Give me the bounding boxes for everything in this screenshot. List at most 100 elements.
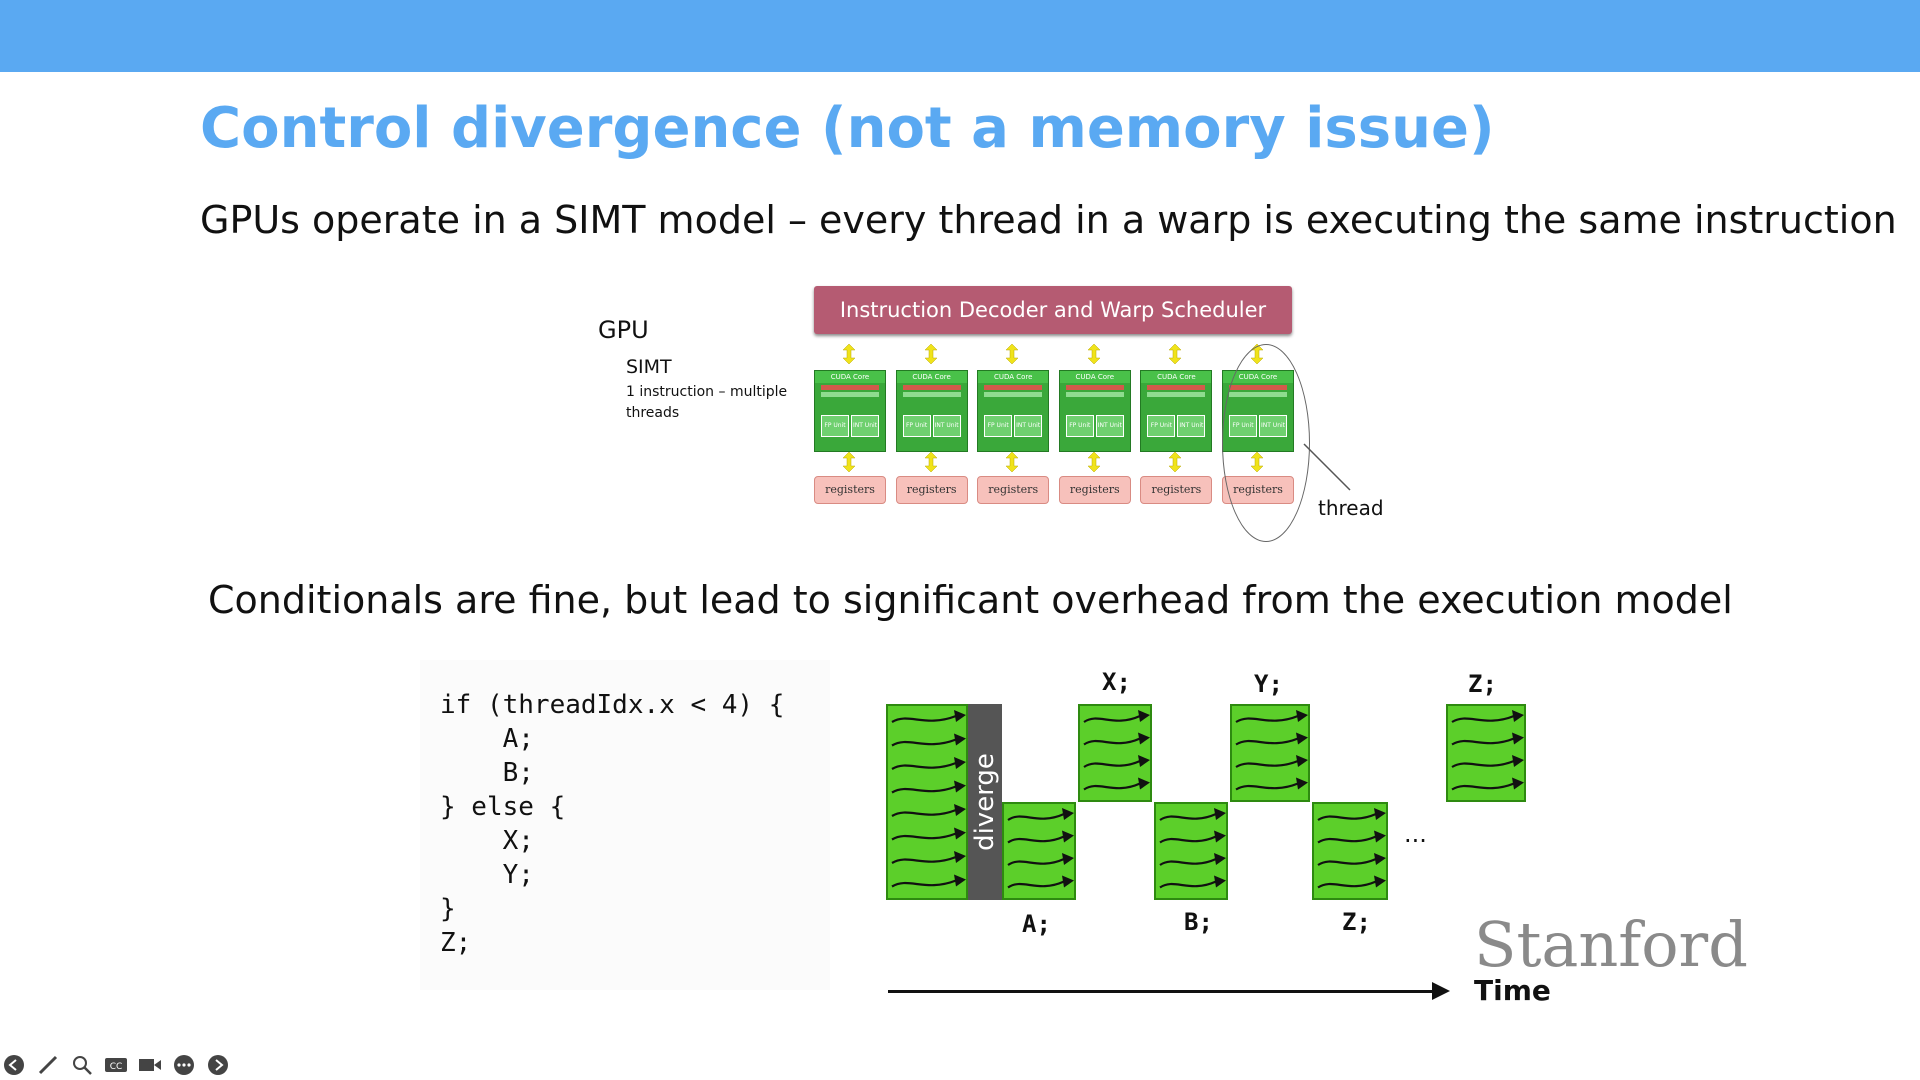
double-arrow-icon — [924, 452, 937, 472]
label-y: Y; — [1254, 670, 1283, 698]
thread-squiggle-arrows — [1451, 710, 1524, 791]
core-dispatch-bar — [821, 385, 879, 390]
stanford-logo: Stanford — [1474, 908, 1748, 981]
code-line: } — [440, 894, 456, 924]
core-collector-bar — [821, 392, 879, 397]
core-header: CUDA Core — [896, 371, 967, 383]
core-fp-unit: FP Unit — [821, 415, 849, 437]
core-header: CUDA Core — [1059, 371, 1130, 383]
code-line: A; — [440, 724, 534, 754]
warp-block-x — [1078, 704, 1152, 802]
double-arrow-icon — [1169, 452, 1182, 472]
diverge-label: diverge — [970, 753, 1000, 851]
label-b: B; — [1184, 908, 1213, 936]
core-int-unit: INT Unit — [1095, 415, 1124, 437]
register-file: registers — [977, 476, 1050, 504]
back-icon[interactable] — [2, 1053, 26, 1077]
time-axis — [888, 990, 1438, 993]
core-collector-bar — [1147, 392, 1206, 397]
thread-squiggle-arrows — [1317, 808, 1386, 889]
more-icon[interactable] — [172, 1053, 196, 1077]
core-int-unit: INT Unit — [932, 415, 961, 437]
header-bar — [0, 0, 1920, 72]
label-x: X; — [1102, 668, 1131, 696]
zoom-icon[interactable] — [70, 1053, 94, 1077]
double-arrow-icon — [1006, 344, 1019, 364]
thread-label: thread — [1318, 496, 1384, 520]
core-dispatch-bar — [1065, 385, 1124, 390]
code-line: if (threadIdx.x < 4) { — [440, 690, 785, 720]
slide-title: Control divergence (not a memory issue) — [200, 96, 1495, 161]
core-fp-unit: FP Unit — [1065, 415, 1094, 437]
thread-highlight-ellipse — [1222, 344, 1310, 542]
thread-squiggle-arrows — [1007, 808, 1074, 889]
svg-text:CC: CC — [110, 1062, 123, 1072]
time-label: Time — [1474, 974, 1551, 1007]
forward-icon[interactable] — [206, 1053, 230, 1077]
double-arrow-icon — [843, 344, 855, 364]
core-fp-unit: FP Unit — [1147, 415, 1176, 437]
warp-block-y — [1230, 704, 1310, 802]
register-file: registers — [814, 476, 886, 504]
simt-label: SIMT — [626, 356, 672, 378]
core-header: CUDA Core — [815, 371, 885, 383]
core-int-unit: INT Unit — [1014, 415, 1043, 437]
code-line: X; — [440, 826, 534, 856]
code-snippet: if (threadIdx.x < 4) { A; B;} else { X; … — [420, 660, 830, 990]
core-collector-bar — [1065, 392, 1124, 397]
double-arrow-icon — [1006, 452, 1019, 472]
presentation-toolbar: CC — [2, 1052, 230, 1078]
core-header: CUDA Core — [978, 371, 1049, 383]
gpu-label: GPU — [598, 316, 649, 344]
double-arrow-icon — [1087, 452, 1100, 472]
label-a: A; — [1022, 910, 1051, 938]
core-dispatch-bar — [1147, 385, 1206, 390]
label-z-bottom: Z; — [1342, 908, 1371, 936]
double-arrow-icon — [1169, 344, 1182, 364]
pen-icon[interactable] — [36, 1053, 60, 1077]
core-header: CUDA Core — [1141, 371, 1212, 383]
core-fp-unit: FP Unit — [902, 415, 931, 437]
core-dispatch-bar — [984, 385, 1043, 390]
thread-squiggle-arrows — [1235, 710, 1308, 791]
diverge-bar: diverge — [968, 704, 1002, 900]
double-arrow-icon — [924, 344, 937, 364]
code-line: } else { — [440, 792, 566, 822]
decoder-label: Instruction Decoder and Warp Scheduler — [839, 298, 1267, 322]
simt-description: 1 instruction – multiple threads — [626, 384, 788, 421]
code-line: B; — [440, 758, 534, 788]
warp-block-z-high — [1446, 704, 1526, 802]
camera-icon[interactable] — [138, 1053, 162, 1077]
warp-block-b — [1154, 802, 1228, 900]
cc-icon[interactable]: CC — [104, 1053, 128, 1077]
thread-squiggle-arrows — [1083, 710, 1150, 791]
core-int-unit: INT Unit — [851, 415, 879, 437]
thread-squiggle-arrows — [891, 710, 966, 888]
instruction-decoder-box: Instruction Decoder and Warp Scheduler — [814, 286, 1292, 334]
time-arrowhead — [1432, 982, 1450, 1000]
warp-block-a — [1002, 802, 1076, 900]
label-z-top: Z; — [1468, 670, 1497, 698]
core-dispatch-bar — [902, 385, 961, 390]
register-file: registers — [1140, 476, 1213, 504]
thread-pointer-arrow — [1303, 443, 1351, 491]
double-arrow-icon — [843, 452, 855, 472]
register-file: registers — [1058, 476, 1131, 504]
ellipsis: ... — [1404, 820, 1427, 848]
core-collector-bar — [902, 392, 961, 397]
thread-squiggle-arrows — [1159, 808, 1226, 889]
core-int-unit: INT Unit — [1177, 415, 1206, 437]
code-line: Z; — [440, 928, 472, 958]
core-collector-bar — [984, 392, 1043, 397]
conditionals-statement: Conditionals are fine, but lead to signi… — [208, 578, 1733, 622]
warp-block-z-low — [1312, 802, 1388, 900]
warp-block-start — [886, 704, 968, 900]
